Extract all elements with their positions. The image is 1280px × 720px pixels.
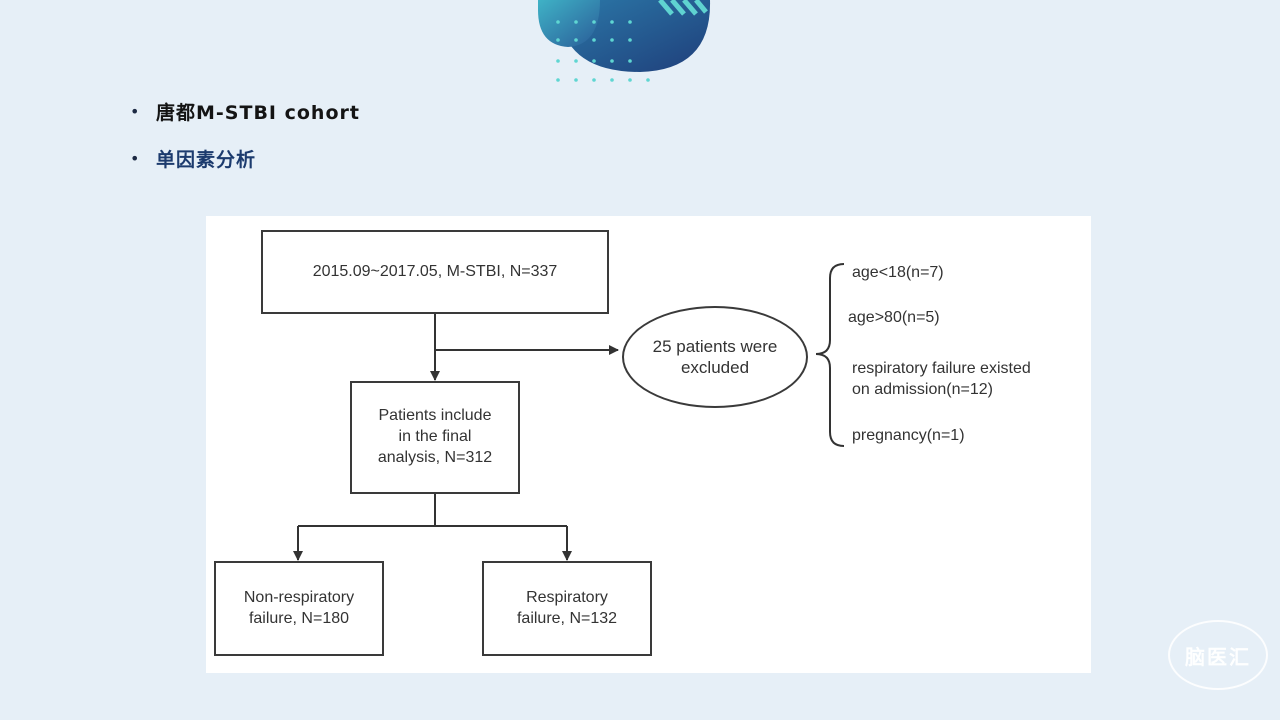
decorative-header-shape — [538, 0, 711, 82]
bullet-item-analysis: • 单因素分析 — [130, 143, 360, 173]
box-non-resp-label: Non-respiratory failure, N=180 — [243, 588, 355, 627]
flowchart-connectors — [293, 263, 845, 561]
reason-respiratory-on-admission: respiratory failure existed on admission… — [852, 360, 1031, 398]
bullet-dot-icon: • — [130, 148, 140, 168]
box-final-label: Patients include in the final analysis, … — [377, 407, 493, 466]
bullet-text: 唐都M-STBI cohort — [156, 101, 360, 124]
bullet-dot-icon: • — [130, 101, 140, 121]
brain-logo-icon: 脑医汇 — [1168, 620, 1268, 690]
oval-excluded: 25 patients were excluded — [622, 306, 808, 408]
bullet-list: • 唐都M-STBI cohort • 单因素分析 — [130, 96, 360, 190]
reason-age-under-18: age<18(n=7) — [852, 264, 944, 281]
bullet-item-cohort: • 唐都M-STBI cohort — [130, 96, 360, 126]
box-final-analysis: Patients include in the final analysis, … — [350, 381, 520, 494]
exclusion-brace — [815, 263, 845, 447]
box-cohort: 2015.09~2017.05, M-STBI, N=337 — [261, 230, 609, 314]
box-respiratory: Respiratory failure, N=132 — [482, 561, 652, 656]
flowchart-panel: 2015.09~2017.05, M-STBI, N=337 25 patien… — [206, 216, 1091, 673]
box-resp-label: Respiratory failure, N=132 — [516, 588, 618, 627]
bullet-text: 单因素分析 — [156, 148, 257, 171]
box-non-respiratory: Non-respiratory failure, N=180 — [214, 561, 384, 656]
reason-pregnancy: pregnancy(n=1) — [852, 427, 965, 444]
box-cohort-label: 2015.09~2017.05, M-STBI, N=337 — [312, 262, 558, 280]
oval-excluded-label: 25 patients were excluded — [652, 336, 778, 377]
watermark-text: 脑医汇 — [1185, 644, 1251, 669]
reason-age-over-80: age>80(n=5) — [848, 309, 940, 326]
